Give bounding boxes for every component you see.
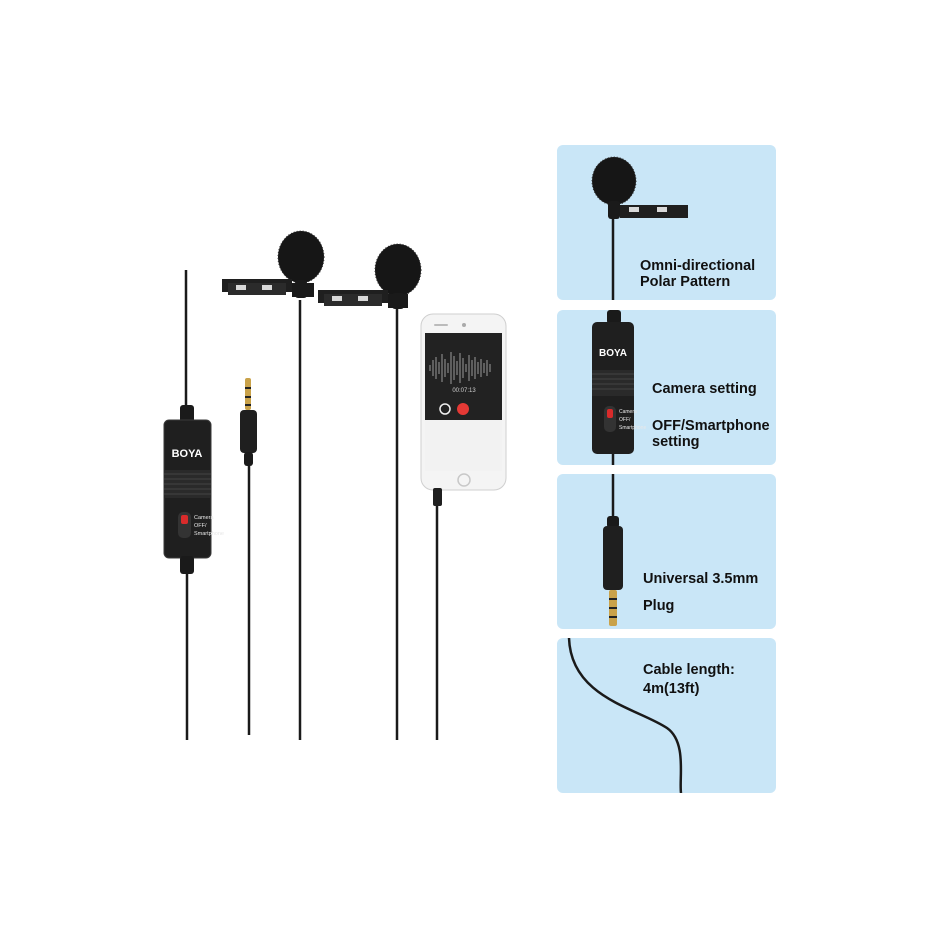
- smartphone: 00:07:13: [420, 313, 507, 506]
- transmitter-closeup-brand: BOYA: [599, 348, 627, 359]
- product-illustration: BOYA Camera OFF/ Smartphone: [163, 230, 507, 740]
- home-button-icon: [457, 473, 471, 487]
- cables: [184, 270, 439, 740]
- switch-label-camera: Camera: [194, 515, 215, 521]
- closeup-switch-camera: Camera: [619, 409, 637, 415]
- switch-red-indicator: [181, 515, 188, 524]
- feature-panel-switch-settings: BOYA Camera OFF/ Smartphone Camera setti…: [557, 310, 776, 465]
- audio-waveform: [429, 352, 491, 384]
- lavalier-mic-left: [222, 230, 325, 298]
- transmitter-brand-label: BOYA: [172, 448, 203, 460]
- camera-setting-text: Camera setting: [652, 381, 757, 397]
- closeup-switch-off: OFF/: [619, 417, 631, 423]
- lavalier-mic-right: [318, 243, 422, 309]
- record-icon: [457, 403, 469, 415]
- audio-plug: [240, 378, 257, 466]
- switch-label-smartphone: Smartphone: [194, 531, 224, 537]
- feature-panel-plug: Universal 3.5mm Plug: [557, 474, 776, 629]
- setting-text: setting: [652, 434, 700, 450]
- polar-pattern-line-2: Polar Pattern: [640, 274, 731, 290]
- transmitter-body: BOYA Camera OFF/ Smartphone: [163, 405, 224, 574]
- cable-closeup: [567, 638, 683, 793]
- feature-panel-cable: Cable length: 4m(13ft): [557, 638, 776, 793]
- mic-head-closeup: [591, 156, 688, 300]
- transmitter-closeup: BOYA Camera OFF/ Smartphone: [592, 310, 646, 465]
- closeup-switch-smartphone: Smartphone: [619, 425, 646, 431]
- plug-line-1: Universal 3.5mm: [643, 571, 759, 587]
- plug-line-2: Plug: [643, 598, 675, 614]
- cable-length-label: Cable length:: [643, 662, 735, 678]
- plug-closeup: [603, 474, 623, 626]
- off-smartphone-text: OFF/Smartphone: [652, 418, 770, 434]
- cable-length-value: 4m(13ft): [643, 681, 700, 697]
- recording-timer: 00:07:13: [452, 388, 476, 394]
- switch-label-off: OFF/: [194, 523, 207, 529]
- polar-pattern-line-1: Omni-directional: [640, 258, 756, 274]
- play-icon: [439, 403, 451, 415]
- feature-panel-polar-pattern: Omni-directional Polar Pattern: [557, 145, 776, 300]
